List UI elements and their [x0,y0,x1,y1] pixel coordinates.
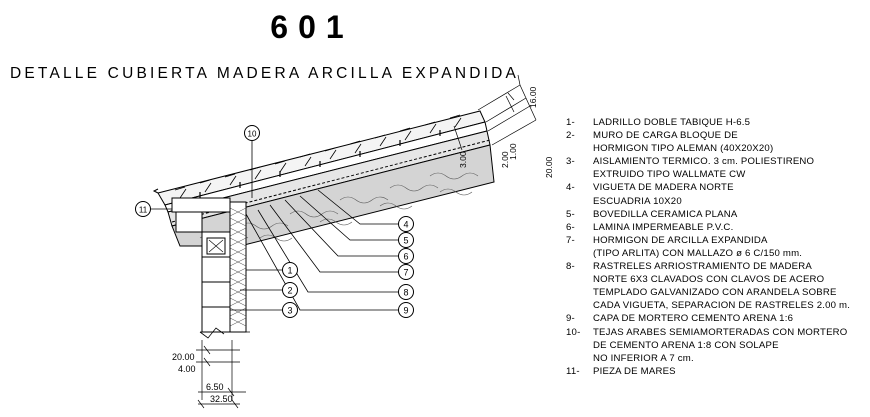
callout-9: 9 [403,306,408,316]
dimension-lines-bottom [196,340,246,409]
ridge-piece-support [175,211,203,233]
dimension-text-right: 16.00 1.00 2.00 3.00 20.00 [458,86,554,178]
dimension-text-bottom: 20.00 4.00 6.50 32.50 [172,352,233,404]
legend-text: NO INFERIOR A 7 cm. [593,352,694,364]
legend-text: HORMIGON TIPO ALEMAN (40X20X20) [593,143,774,155]
callout-10: 10 [248,130,257,139]
drawing-number: 601 [270,9,353,45]
callout-markers: 1 2 3 4 5 6 7 8 9 10 11 [135,125,414,318]
dim-6-5: 6.50 [206,382,224,392]
legend-text: LADRILLO DOBLE TABIQUE H-6.5 [593,117,751,128]
legend-text: RASTRELES ARRIOSTRAMIENTO DE MADERA [593,261,812,273]
insulation-layer [171,144,495,247]
dim-2: 2.00 [500,151,510,168]
legend-item-8-line-4: CADA VIGUETA, SEPARACION DE RASTRELES 2.… [566,299,866,312]
legend-text: (TIPO ARLITA) CON MALLAZO ø 6 C/150 mm. [593,247,803,259]
legend-number: 4- [566,182,575,194]
legend-text: CADA VIGUETA, SEPARACION DE RASTRELES 2.… [593,300,851,312]
legend-text: TEJAS ARABES SEMIAMORTERADAS CON MORTERO [593,326,848,338]
wall [152,188,250,339]
legend-text: ESCUADRIA 10X20 [593,195,682,207]
materials-legend: 1- LADRILLO DOBLE TABIQUE H-6.5 2- MURO DE … [566,116,866,378]
dim-1: 1.00 [508,143,518,160]
legend-text: VIGUETA DE MADERA NORTE [593,182,734,194]
brick-hatch [229,207,247,327]
legend-item-10-line-2: DE CEMENTO ARENA 1:8 CON SOLAPE [566,339,866,352]
leader-lines [150,140,398,311]
legend-text: HORMIGON DE ARCILLA EXPANDIDA [593,234,768,246]
legend-item-6: 6- LAMINA IMPERMEABLE P.V.C. [566,221,866,234]
legend-item-3: 3- AISLAMIENTO TERMICO. 3 cm. POLIESTIREN… [566,155,866,168]
callout-6: 6 [403,252,408,262]
dim-20-right: 20.00 [544,156,554,178]
legend-number: 8- [566,261,575,273]
legend-item-10-line-3: NO INFERIOR A 7 cm. [566,352,866,365]
legend-item-1: 1- LADRILLO DOBLE TABIQUE H-6.5 [566,116,866,129]
legend-item-3-line-2: EXTRUIDO TIPO WALLMATE CW [566,168,866,181]
legend-item-10: 10- TEJAS ARABES SEMIAMORTERADAS CON MORT… [566,326,866,339]
batten-marks [199,130,441,198]
legend-item-8-line-2: NORTE 6X3 CLAVADOS CON CLAVOS DE ACERO [566,273,866,286]
legend-text: MURO DE CARGA BLOQUE DE [593,130,738,142]
legend-text: DE CEMENTO ARENA 1:8 CON SOLAPE [593,339,779,351]
callout-5: 5 [403,236,408,246]
callout-1: 1 [287,266,292,276]
callout-8: 8 [403,288,408,298]
legend-item-8: 8- RASTRELES ARRIOSTRAMIENTO DE MADERA [566,260,866,273]
legend-text: PIEZA DE MARES [593,365,676,377]
dim-4: 4.00 [178,364,196,374]
legend-number: 6- [566,221,575,233]
callout-11: 11 [139,206,148,215]
legend-text: BOVEDILLA CERAMICA PLANA [593,208,738,220]
legend-item-7: 7- HORMIGON DE ARCILLA EXPANDIDA [566,234,866,247]
legend-item-2-line-2: HORMIGON TIPO ALEMAN (40X20X20) [566,142,866,155]
legend-text: LAMINA IMPERMEABLE P.V.C. [593,221,734,233]
callout-2: 2 [287,286,292,296]
legend-item-5: 5- BOVEDILLA CERAMICA PLANA [566,208,866,221]
legend-item-2: 2- MURO DE CARGA BLOQUE DE [566,129,866,142]
legend-text: AISLAMIENTO TERMICO. 3 cm. POLIESTIRENO [593,156,815,168]
legend-item-4-line-2: ESCUADRIA 10X20 [566,195,866,208]
legend-item-11: 11- PIEZA DE MARES [566,365,866,378]
legend-item-9: 9- CAPA DE MORTERO CEMENTO ARENA 1:6 [566,312,866,325]
legend-text: CAPA DE MORTERO CEMENTO ARENA 1:6 [593,313,794,325]
legend-text: NORTE 6X3 CLAVADOS CON CLAVOS DE ACERO [593,274,825,286]
legend-number: 9- [566,313,575,325]
drawing-title: DETALLE CUBIERTA MADERA ARCILLA EXPANDID… [10,65,519,82]
callout-3: 3 [287,306,292,316]
roof-slab [157,110,495,247]
dim-16: 16.00 [528,86,538,108]
eave-piece [171,197,231,213]
legend-number: 3- [566,156,575,168]
legend-item-7-line-2: (TIPO ARLITA) CON MALLAZO ø 6 C/150 mm. [566,247,866,260]
legend-text: TEMPLADO GALVANIZADO CON ARANDELA SOBRE [593,287,837,299]
legend-number: 7- [566,234,575,246]
legend-number: 10- [566,326,581,338]
legend-item-4: 4- VIGUETA DE MADERA NORTE [566,181,866,194]
callout-4: 4 [403,220,408,230]
legend-item-8-line-3: TEMPLADO GALVANIZADO CON ARANDELA SOBRE [566,286,866,299]
dim-32-5: 32.50 [210,394,233,404]
legend-number: 2- [566,130,575,142]
dim-3: 3.00 [458,151,468,168]
dim-20-bottom: 20.00 [172,352,195,362]
dimension-lines-right [453,74,537,151]
legend-number: 1- [566,117,575,128]
legend-number: 11- [566,365,580,377]
brick-wall [229,201,247,333]
legend-number: 5- [566,208,575,220]
callout-7: 7 [403,268,408,278]
legend-text: EXTRUIDO TIPO WALLMATE CW [593,169,746,181]
tile-marks [174,114,462,199]
